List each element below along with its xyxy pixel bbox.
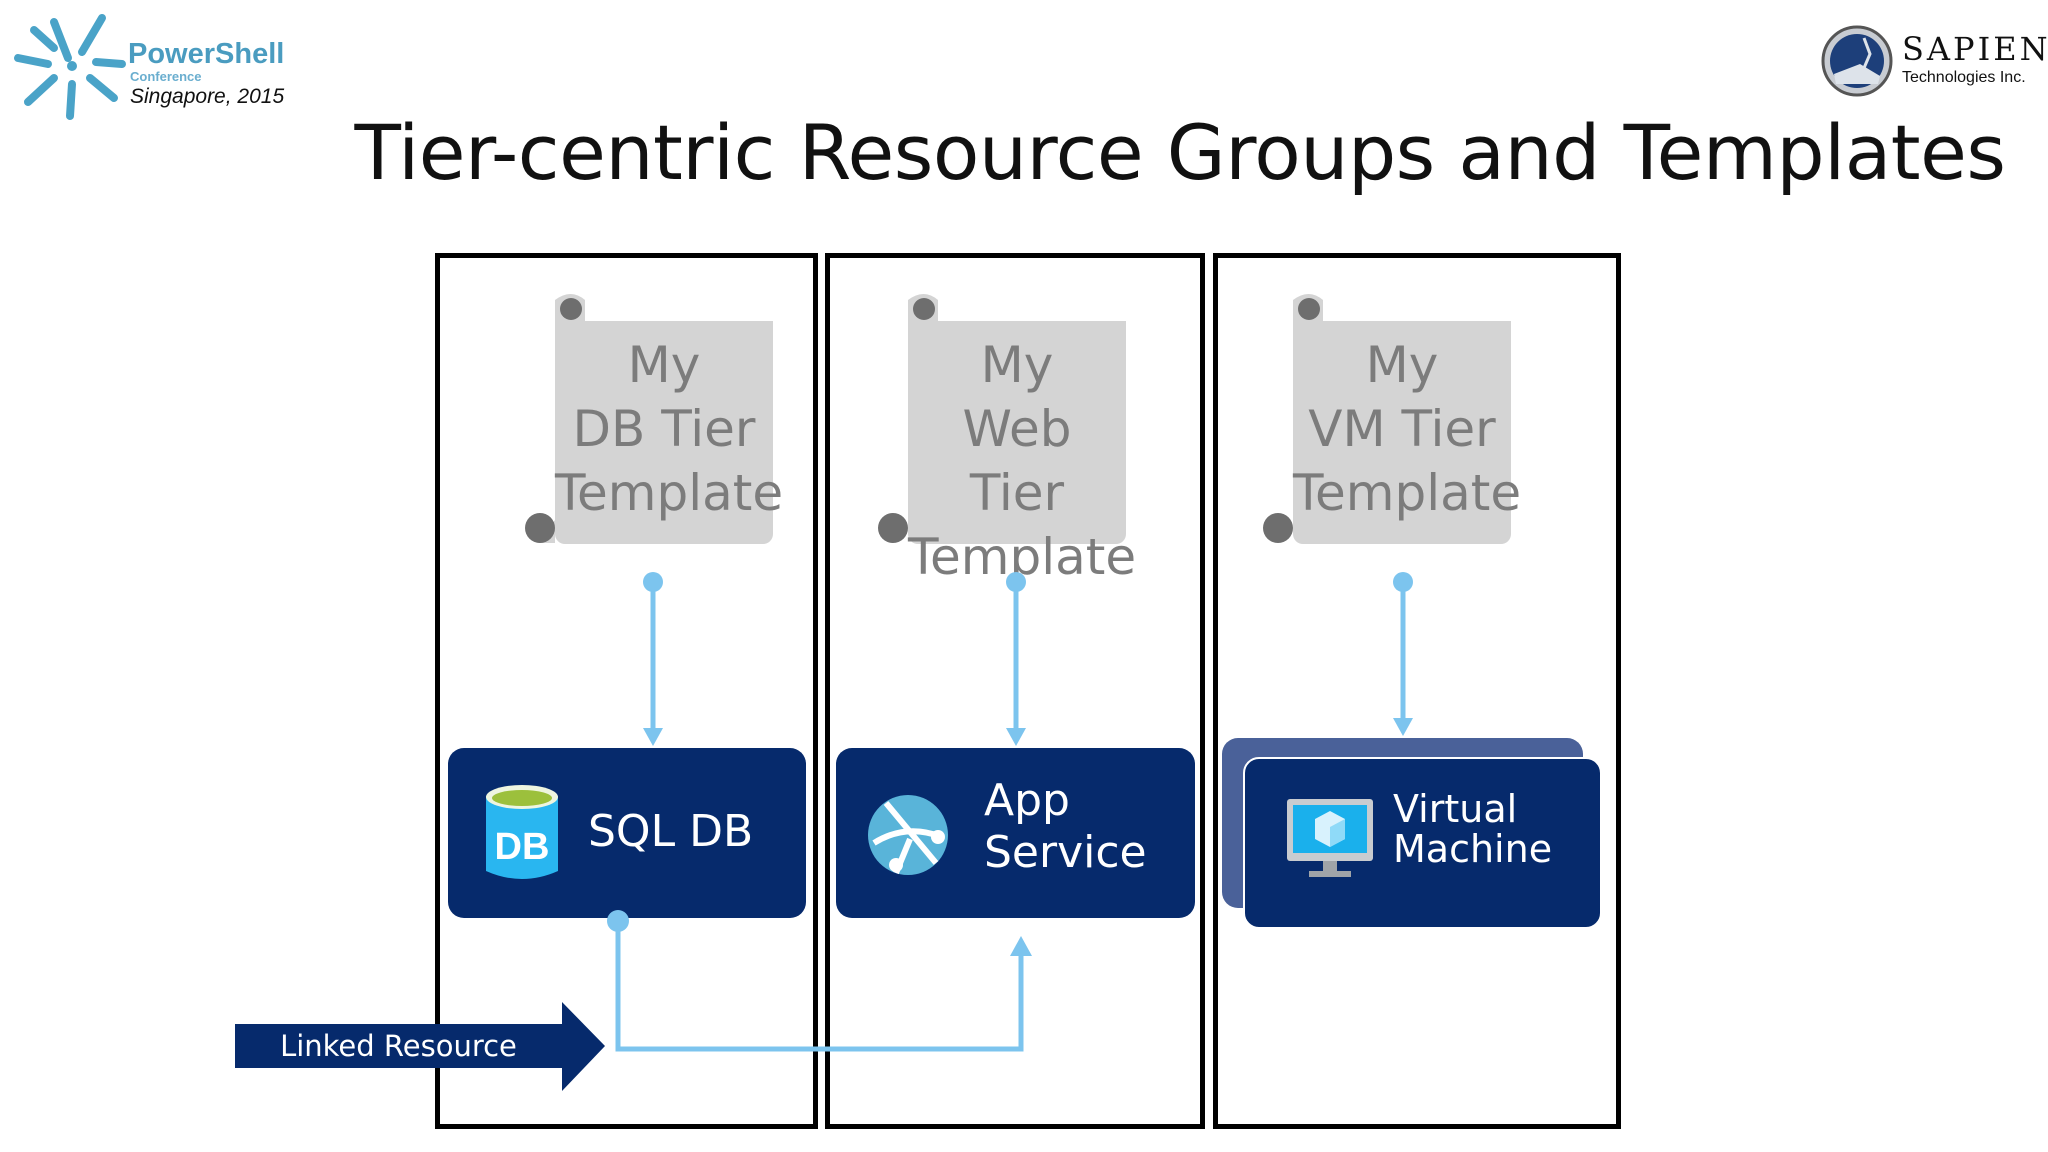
sapien-logo-icon <box>1821 25 1893 97</box>
app-service: App Service <box>836 748 1195 918</box>
service-label-line1: App <box>984 775 1070 826</box>
template-line: Template <box>555 464 784 522</box>
virtual-machine-service: Virtual Machine <box>1243 757 1602 929</box>
sql-database-icon: DB <box>486 785 558 879</box>
template-line: Template <box>1293 464 1522 522</box>
template-line: Web Tier <box>962 400 1072 522</box>
service-label: SQL DB <box>588 806 754 857</box>
powershell-conference-logo-icon <box>14 14 126 120</box>
template-line: DB Tier <box>572 400 756 458</box>
template-line: My <box>1365 336 1439 394</box>
conference-logo-subtitle: Conference <box>130 69 202 84</box>
template-line: My <box>627 336 701 394</box>
arrowhead <box>643 728 663 746</box>
vm-tier-resource-group <box>1213 253 1621 1129</box>
virtual-machine-icon <box>1287 799 1373 877</box>
svg-text:DB: DB <box>495 826 550 868</box>
db-tier-template: My DB Tier Template <box>555 321 784 544</box>
linked-resource-arrow <box>235 1002 605 1091</box>
vm-tier-template: My VM Tier Template <box>1293 321 1522 544</box>
scroll-curl-icon <box>525 294 1323 543</box>
sapien-logo-subtitle: Technologies Inc. <box>1902 69 2026 86</box>
template-line: My <box>980 336 1054 394</box>
sql-db-service: DB SQL DB <box>448 748 806 918</box>
template-line: VM Tier <box>1308 400 1496 458</box>
conference-location: Singapore, 2015 <box>130 85 285 108</box>
arrowhead <box>1010 936 1032 956</box>
web-tier-resource-group <box>825 253 1205 1129</box>
sapien-logo-text: SAPIEN <box>1902 30 2048 68</box>
linked-resource-label: Linked Resource <box>280 1029 517 1063</box>
service-label-line2: Service <box>984 827 1147 878</box>
service-label-line1: Virtual <box>1393 787 1518 831</box>
connector-dot <box>607 910 629 932</box>
powershell-logo-text: PowerShell <box>128 38 285 70</box>
slide-title: Tier-centric Resource Groups and Templat… <box>354 108 2006 197</box>
db-tier-resource-group <box>435 253 818 1129</box>
service-label-line2: Machine <box>1393 827 1553 871</box>
app-service-icon <box>868 795 948 875</box>
arrowhead <box>1006 728 1026 746</box>
arrowhead <box>1393 718 1413 736</box>
